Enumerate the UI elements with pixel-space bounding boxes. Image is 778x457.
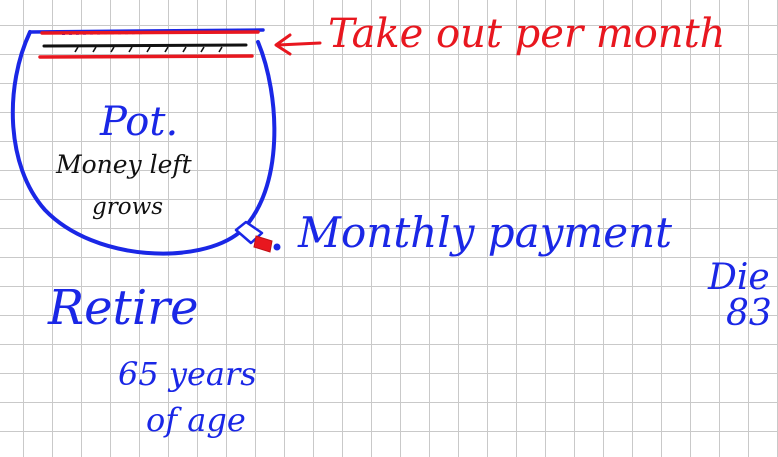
tap-icon (234, 220, 281, 253)
take-out-label: Take out per month (328, 11, 726, 57)
money-left-label: Money left (56, 150, 192, 179)
grows-label: grows (92, 194, 164, 220)
die-label: Die (708, 257, 770, 298)
monthly-payment-label: Monthly payment (298, 208, 673, 257)
age-label-line2: of age (146, 401, 246, 439)
money-level-line (42, 43, 248, 53)
retire-label: Retire (48, 280, 199, 336)
age-label-line1: 65 years (118, 355, 257, 393)
arrow-left-icon (274, 33, 322, 56)
pot-label: Pot. (100, 99, 179, 145)
take-out-lines (38, 30, 260, 59)
die-age-label: 83 (726, 293, 772, 334)
